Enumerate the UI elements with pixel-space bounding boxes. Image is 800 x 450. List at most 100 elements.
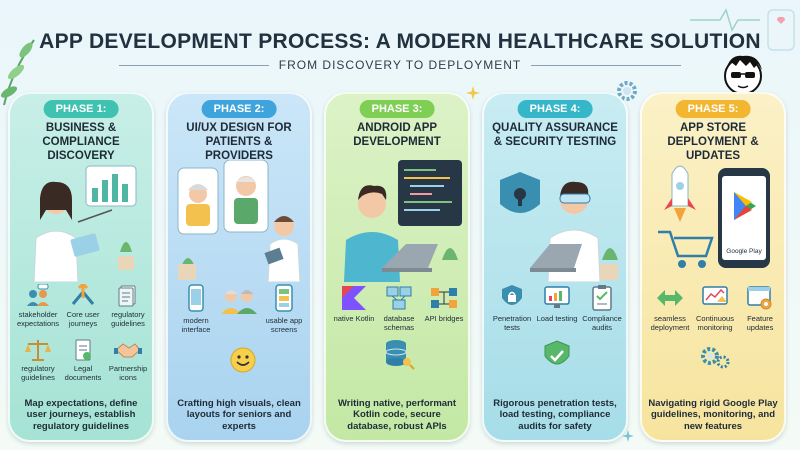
phase-3-title: ANDROID APP DEVELOPMENT <box>353 122 441 148</box>
icon-cell: Partnership icons <box>104 338 152 382</box>
shield-lock-icon <box>502 285 522 305</box>
business-analyst-illustration <box>33 165 137 282</box>
phase-5-badge: PHASE 5: <box>675 100 751 118</box>
icon-cell: Load testing <box>533 284 581 323</box>
smiley-icon <box>230 347 256 373</box>
phases-container: PHASE 1: BUSINESS & COMPLIANCE DISCOVERY… <box>8 92 788 444</box>
phase-2-title: UI/UX DESIGN FOR PATIENTS & PROVIDERS <box>186 122 292 162</box>
icon-label: regulatory guidelines <box>21 364 55 382</box>
icon-cell: regulatory guidelines <box>14 338 62 382</box>
scales-icon <box>25 340 51 361</box>
icon-cell: API bridges <box>420 284 468 323</box>
icon-label: Legal documents <box>64 364 102 382</box>
icon-label: native Kotlin <box>333 314 375 323</box>
google-play-label: Google Play <box>726 248 762 255</box>
icon-cell: Core user journeys <box>59 284 107 328</box>
icon-cell: seamless deployment <box>646 284 694 332</box>
phone-icon <box>188 284 204 312</box>
app-store-deployment-illustration <box>658 165 770 268</box>
icon-cell: native Kotlin <box>330 284 378 323</box>
icon-cell <box>533 340 581 372</box>
shield-check-icon <box>544 340 570 365</box>
icon-label: seamless deployment <box>650 314 690 332</box>
avatar-sunglasses-icon <box>724 55 762 95</box>
phase-5-card: PHASE 5: APP STORE DEPLOYMENT & UPDATES … <box>640 92 786 442</box>
icon-label: Core user journeys <box>66 310 100 328</box>
monitor-chart-icon <box>544 286 570 308</box>
icon-label: Compliance audits <box>582 314 622 332</box>
icon-cell: Legal documents <box>59 338 107 382</box>
page-title: APP DEVELOPMENT PROCESS: A MODERN HEALTH… <box>39 30 761 53</box>
phase-2-icons: modern interface usable app screens <box>172 284 306 394</box>
icon-cell: regulatory guidelines <box>104 284 152 328</box>
phase-3-badge: PHASE 3: <box>359 100 435 118</box>
phase-3-card: PHASE 3: ANDROID APP DEVELOPMENT native … <box>324 92 470 442</box>
icon-cell: Feature updates <box>736 284 784 332</box>
developer-coding-illustration <box>344 160 462 282</box>
icon-label: stakeholder expectations <box>16 310 60 328</box>
subtitle-divider-right <box>531 64 682 66</box>
icon-label: modern interface <box>181 316 211 334</box>
phase-4-card: PHASE 4: QUALITY ASSURANCE & SECURITY TE… <box>482 92 628 442</box>
patients-providers-illustration <box>177 160 301 282</box>
people-chat-icon <box>27 284 49 306</box>
phase-5-icons: seamless deployment Continuous monitorin… <box>646 284 780 394</box>
phase-1-card: PHASE 1: BUSINESS & COMPLIANCE DISCOVERY… <box>8 92 154 442</box>
double-arrow-icon <box>657 290 683 306</box>
phase-4-description: Rigorous penetration tests, load testing… <box>493 397 617 432</box>
gears-icon <box>701 347 730 369</box>
icon-cell: database schemas <box>375 284 423 332</box>
phase-5-description: Navigating rigid Google Play guidelines,… <box>648 397 778 432</box>
handshake-icon <box>114 343 142 358</box>
api-bridge-icon <box>431 288 457 308</box>
page-subtitle: FROM DISCOVERY TO DEPLOYMENT <box>278 58 522 72</box>
subtitle-divider-left <box>118 64 269 66</box>
icon-label: Feature updates <box>746 314 774 332</box>
phase-1-description: Map expectations, define user journeys, … <box>24 397 138 432</box>
icon-cell <box>219 346 267 374</box>
phase-1-title: BUSINESS & COMPLIANCE DISCOVERY <box>42 122 120 162</box>
icon-cell: stakeholder expectations <box>14 284 62 328</box>
phase-1-icons: stakeholder expectations Core user journ… <box>14 284 148 394</box>
phase-3-description: Writing native, performant Kotlin code, … <box>337 397 457 432</box>
kotlin-icon <box>342 286 366 310</box>
monitoring-icon <box>702 286 728 305</box>
icon-label: API bridges <box>424 314 464 323</box>
icon-cell <box>691 344 739 372</box>
phase-5-title: APP STORE DEPLOYMENT & UPDATES <box>667 122 759 162</box>
legal-doc-icon <box>75 339 91 361</box>
icon-label: Load testing <box>536 314 578 323</box>
heart-monitor-decoration <box>690 8 795 51</box>
app-screen-icon <box>275 284 293 312</box>
icon-cell: modern interface <box>172 284 220 334</box>
phase-2-card: PHASE 2: UI/UX DESIGN FOR PATIENTS & PRO… <box>166 92 312 442</box>
document-stack-icon <box>118 285 136 307</box>
route-arrows-icon <box>71 284 95 305</box>
schema-icon <box>386 286 412 310</box>
icon-cell <box>215 284 263 316</box>
icon-cell <box>375 338 423 370</box>
icon-label: Partnership icons <box>108 364 148 382</box>
icon-cell: Penetration tests <box>488 284 536 332</box>
phase-4-badge: PHASE 4: <box>517 100 593 118</box>
database-key-icon <box>385 340 415 370</box>
icon-cell: Compliance audits <box>578 284 626 332</box>
phase-2-badge: PHASE 2: <box>201 100 277 118</box>
browser-gear-icon <box>747 286 772 310</box>
icon-label: Penetration tests <box>492 314 532 332</box>
leaf-decoration-left <box>0 39 35 106</box>
clipboard-check-icon <box>592 285 612 311</box>
phase-4-title: QUALITY ASSURANCE & SECURITY TESTING <box>492 122 618 148</box>
icon-cell: Continuous monitoring <box>691 284 739 332</box>
phase-4-icons: Penetration tests Load testing Complianc… <box>488 284 622 394</box>
sparkle-icon <box>466 86 480 100</box>
qa-tester-illustration <box>500 172 618 282</box>
icon-label: Continuous monitoring <box>696 314 734 332</box>
phase-2-description: Crafting high visuals, clean layouts for… <box>177 397 301 432</box>
icon-label: database schemas <box>383 314 415 332</box>
icon-label: usable app screens <box>265 316 303 334</box>
gear-decoration-icon <box>617 81 637 101</box>
phase-1-badge: PHASE 1: <box>43 100 119 118</box>
icon-cell: usable app screens <box>260 284 308 334</box>
subtitle-row: FROM DISCOVERY TO DEPLOYMENT <box>0 58 800 72</box>
